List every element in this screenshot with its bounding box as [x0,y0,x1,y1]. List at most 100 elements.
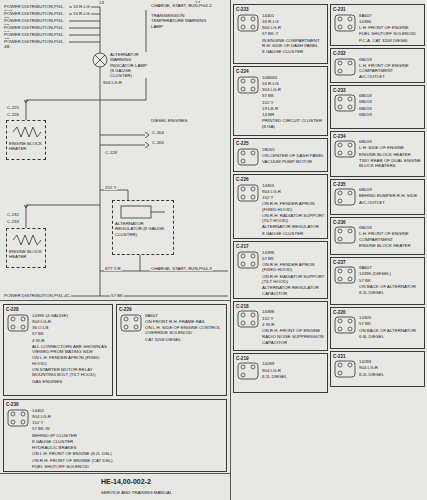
heater-element [9,231,43,249]
connector-note: 14289 [262,361,325,366]
pin-cavity [338,269,342,273]
connector-box: C-21814398152 Y4 W-RON R.H. FRONT OF ENG… [233,301,328,351]
pin-cavity [241,321,245,325]
connector-note: ON BACK OF ALTERNATOR [359,284,422,289]
wire-label: 16 R-LG [72,11,91,16]
connector-number: C-226 [236,177,325,183]
pin-cavity [241,313,245,317]
connector-row: 14289904 LG-R8.2L DIESEL [333,359,422,381]
connector-number: C-230 [6,402,224,408]
connector-box: C-2366B018L.H. FRONT OF ENGINE COMPARTME… [330,217,425,255]
connector-note: GAS ENGINES [32,379,110,384]
connector-note: 4 W-R [32,338,110,343]
pin-cavity [338,61,342,65]
connector-note: 904 LG-R [359,365,422,370]
regulator-box: ALTERNATOR REGULATOR (8 GAUGE CLUSTER) [112,200,174,255]
connector-note: 14401 [32,408,224,413]
pin-cavity [338,97,342,101]
connector-number: C-225 [236,141,325,147]
heater-coil [13,235,41,245]
connector-row: 1440116 R-LG904 LG-R57 BK-YIN ENGINE COM… [236,13,325,55]
wire-label: C-226 [6,112,20,117]
connector-number: C-231 [333,7,422,13]
connector-row: 6B019BEHIND BUMPER R.H. SIDEA/C OUTLET [333,187,422,209]
connector-note: ALTERNATOR REGULATOR CAPACITOR [262,285,325,296]
connector-note: 19 LB-R [262,106,325,111]
connector-face [236,75,262,97]
connector-outline [8,410,28,426]
pin-cavity [21,420,25,424]
connector-box: C-2231440116 R-LG904 LG-R57 BK-YIN ENGIN… [233,4,328,64]
pin-cavity [348,17,352,21]
connector-box: C-2298A607ON FRONT R.H. FRAME RAILON L.H… [116,304,227,396]
pin-cavity [338,69,342,73]
pin-cavity [338,17,342,21]
connector-row: 2B265ON CENTER OF DASH PANELVACUUM PUMP … [236,147,325,169]
connector-note: ON L.H. FENDER APRON (FIXED HOOD) [32,355,110,366]
pin-cavity [21,325,25,329]
pin-cavity [241,87,245,91]
connector-outline [238,311,258,327]
connector-note: HYDRAULIC BRAKES [32,445,224,450]
pin-cavity [348,191,352,195]
pin-cavity [338,327,342,331]
pin-cavity [251,151,255,155]
connector-note: L.H. SIDE OF ENGINE [359,145,422,150]
pin-cavity [348,269,352,273]
connector-note: FUEL SHUTOFF SOLENOID [359,31,422,36]
connector-note: 6B018 [359,93,422,98]
connector-note: 14305 [359,315,422,320]
connector-note: ENGINE BLOCK HEATER [359,243,422,248]
connector-note: 57 BK-Y [262,31,325,36]
connector-number: C-229 [119,307,224,313]
connector-row: 10B56516 R-LG904 LG-R57 BK152 Y19 LB-R14… [236,75,325,130]
connector-note: ON R.H. FRONT OF ENGINE (CAT DSL) [32,458,224,463]
connector-note: P.C.A. CAT 3208 DIESEL [359,38,422,43]
connector-note: 35 O-LB [32,325,110,330]
connector-outline [335,141,355,157]
connector-outline [335,15,355,31]
connector-face [333,187,359,209]
connector-note: 904 LG-R [262,368,325,373]
connector-note: ON R.H. RADIATOR SUPPORT (TILT HOOD) [262,274,325,285]
connector-note: 904 LG-R [32,414,224,419]
regulator-symbol [115,203,171,221]
connector-face [236,309,262,331]
pin-cavity [241,195,245,199]
connector-note: 14289 [359,359,422,364]
wire-label: C-233 [6,219,20,224]
pin-cavity [11,317,15,321]
connector-note: L.H. FRONT OF ENGINE COMPARTMENT [359,231,422,242]
connector-note: 904 LG-R [32,319,110,324]
connector-note: 8 GAUGE CLUSTER [32,439,224,444]
connector-note: 14396 (DIESEL) [359,271,422,276]
pin-cavity [241,373,245,377]
connector-box: C-2318A60714396L.H. FRONT OF ENGINEFUEL … [330,4,425,46]
wire-label: C-305 [151,140,165,145]
connector-face [236,361,262,383]
connector-texts: 8A607ON FRONT R.H. FRAME RAILON L.H. SID… [145,313,224,342]
connector-note: 152 Y [262,316,325,321]
connector-note: 6B019 [359,187,422,192]
connector-outline [335,95,355,111]
connector-number: C-232 [333,51,422,57]
connector-note: 57 BK-W [32,426,224,431]
connector-outline [335,59,355,75]
connector-box: C-2346B018L.H. SIDE OF ENGINEENGINE BLOC… [330,131,425,177]
pin-cavity [338,319,342,323]
connector-note: 57 BK [359,278,422,283]
pin-cavity [338,151,342,155]
pin-cavity [251,313,255,317]
pin-cavity [251,262,255,266]
pin-cavity [338,199,342,203]
pin-cavity [251,254,255,258]
wire-label: 152 Y [104,185,117,190]
connector-texts: 6B019L.H. FRONT OF ENGINE COMPARTMENTA/C… [359,57,422,80]
connector-outline [238,77,258,93]
connector-box: C-22114289904 LG-R8.2L DIESEL [330,351,425,387]
connector-number: C-223 [236,7,325,13]
connector-note: CAT 3208 DIESEL [145,337,224,342]
connector-note: 14401 [262,13,325,18]
wire-label: 57 BK [110,293,124,298]
connector-note: VACUUM PUMP MOTOR [262,159,325,164]
